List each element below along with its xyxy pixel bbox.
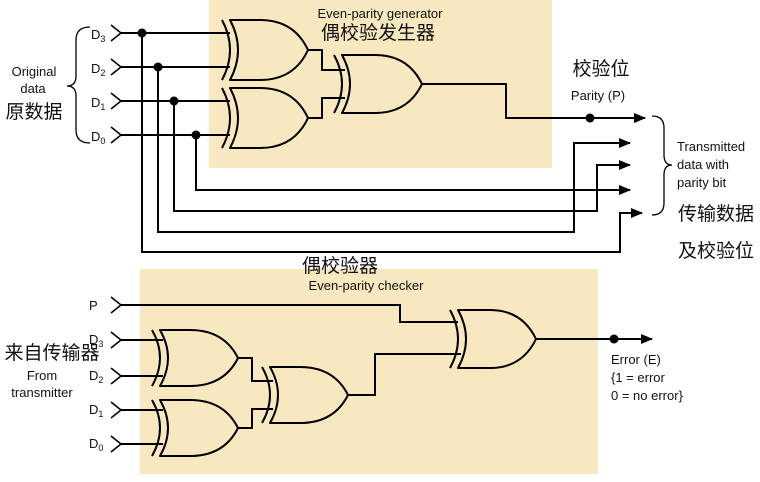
parity-label-cn: 校验位 bbox=[572, 58, 629, 80]
checker-input-arrow-d3 bbox=[110, 331, 123, 349]
transmitted-brace bbox=[651, 115, 673, 216]
checker-input-label-d0: D0 bbox=[89, 436, 103, 453]
input-arrow-d1 bbox=[110, 92, 123, 110]
checker-input-label-d3: D3 bbox=[89, 332, 103, 349]
checker-input-arrow-p bbox=[110, 296, 123, 314]
wire-d2-through bbox=[157, 67, 631, 233]
from-transmitter-label-cn: 来自传输器 bbox=[4, 342, 99, 364]
from-transmitter-label-en-1: From bbox=[27, 368, 57, 383]
checker-input-label-p: P bbox=[89, 298, 98, 313]
checker-xor-gate-5 bbox=[151, 399, 239, 457]
checker-input-arrow-d1 bbox=[110, 401, 123, 419]
parity-output-wire bbox=[422, 83, 646, 123]
transmitted-label-en-1: Transmitted bbox=[677, 139, 745, 154]
input-label-d3: D3 bbox=[91, 27, 105, 44]
parity-label-en: Parity (P) bbox=[571, 88, 625, 103]
checker-xor-gate-6 bbox=[261, 366, 349, 424]
checker-wire-p bbox=[121, 304, 458, 323]
error-label-3: 0 = no error} bbox=[611, 388, 684, 403]
input-arrow-d2 bbox=[110, 58, 123, 76]
original-data-brace bbox=[66, 26, 91, 144]
xor-gate-2 bbox=[221, 87, 309, 149]
transmitted-label-en-3: parity bit bbox=[677, 175, 727, 190]
generator-title-en: Even-parity generator bbox=[317, 6, 443, 21]
checker-title-en: Even-parity checker bbox=[309, 278, 425, 293]
checker-xor-gate-4 bbox=[151, 329, 239, 387]
input-arrow-d3 bbox=[110, 24, 123, 42]
error-junction bbox=[609, 334, 619, 344]
xor-gate-3 bbox=[333, 54, 423, 114]
parity-junction bbox=[585, 113, 595, 123]
checker-wire-g6-to-g7 bbox=[348, 353, 461, 396]
input-label-d0: D0 bbox=[91, 129, 105, 146]
input-arrow-d0 bbox=[110, 126, 123, 144]
original-data-label-en-1: Original bbox=[12, 64, 57, 79]
checker-input-label-d1: D1 bbox=[89, 402, 103, 419]
checker-panel bbox=[140, 269, 598, 474]
xor-gate-1 bbox=[221, 19, 309, 81]
wire-g1-to-g3 bbox=[308, 49, 345, 71]
checker-wire-g4-to-g6 bbox=[238, 357, 273, 382]
wire-d3-through bbox=[141, 33, 643, 253]
checker-input-arrow-d2 bbox=[110, 367, 123, 385]
wire-d0-through bbox=[195, 135, 631, 195]
input-label-d1: D1 bbox=[91, 95, 105, 112]
checker-wire-g5-to-g6 bbox=[238, 408, 273, 429]
checker-xor-gate-7 bbox=[449, 309, 537, 369]
error-label-2: {1 = error bbox=[611, 370, 666, 385]
checker-input-label-d2: D2 bbox=[89, 368, 103, 385]
generator-title-cn: 偶校验发生器 bbox=[321, 22, 435, 44]
transmitted-label-en-2: data with bbox=[677, 157, 729, 172]
checker-title-cn: 偶校验器 bbox=[302, 255, 378, 277]
input-label-d2: D2 bbox=[91, 61, 105, 78]
from-transmitter-label-en-2: transmitter bbox=[11, 385, 73, 400]
transmitted-label-cn-1: 传输数据 bbox=[678, 203, 754, 225]
original-data-label-cn: 原数据 bbox=[5, 101, 62, 123]
checker-input-arrow-d0 bbox=[110, 435, 123, 453]
wire-g2-to-g3 bbox=[308, 97, 345, 119]
error-label-1: Error (E) bbox=[611, 352, 661, 367]
original-data-label-en-2: data bbox=[20, 81, 46, 96]
wire-d1-through bbox=[173, 101, 631, 212]
transmitted-label-cn-2: 及校验位 bbox=[678, 240, 754, 262]
